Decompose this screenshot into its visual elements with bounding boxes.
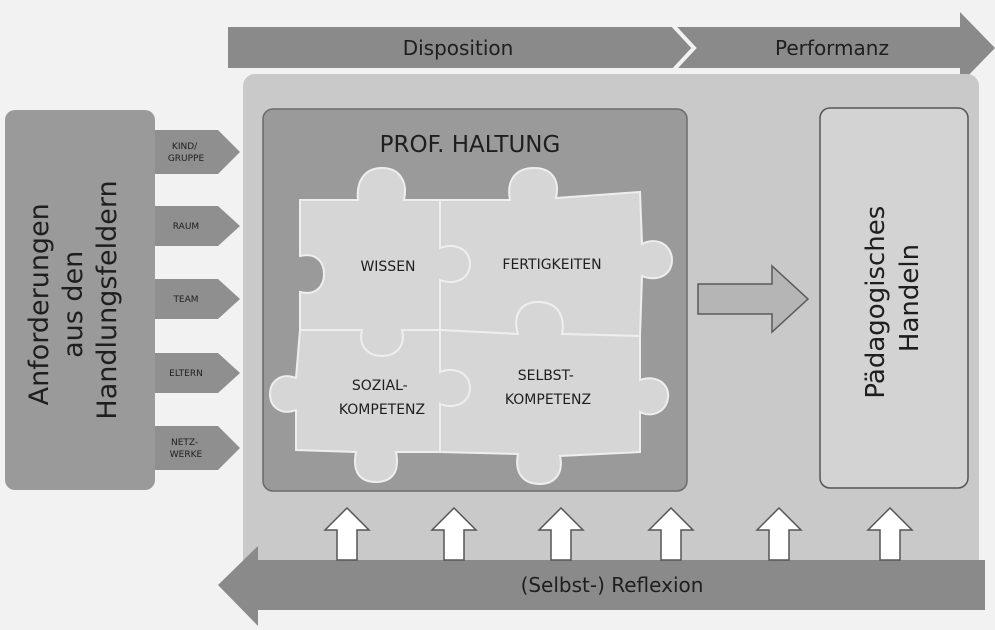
reflection-up-arrows: [323, 506, 914, 561]
tab-label: TEAM: [172, 295, 198, 305]
top-arrow-chevron: [666, 18, 697, 78]
tab-label: RAUM: [173, 222, 199, 232]
bottom-arrow-shape: [218, 546, 985, 626]
attitude-box: PROF. HALTUNG WISSEN FERTIGKEITEN SOZIAL…: [262, 108, 688, 492]
tab-eltern: ELTERN: [155, 353, 240, 393]
requirements-box: Anforderungen aus den Handlungsfeldern: [5, 110, 155, 490]
puzzle-piece-self: [439, 300, 670, 486]
tab-label-line-2: WERKE: [170, 450, 203, 460]
tab-team: TEAM: [155, 279, 240, 319]
puzzle: WISSEN FERTIGKEITEN SOZIAL- KOMPETENZ SE…: [268, 166, 674, 486]
top-arrow-band: Disposition Performanz: [228, 12, 995, 84]
social-line-2: KOMPETENZ: [339, 402, 425, 418]
attitude-to-action-arrow: [697, 264, 810, 334]
tab-arrow-shape: [155, 206, 240, 246]
tab-arrow-shape: [155, 426, 240, 470]
requirements-panel: [5, 110, 155, 490]
requirements-text: Anforderungen aus den Handlungsfeldern: [24, 180, 123, 419]
tab-kind-gruppe: KIND/ GRUPPE: [155, 130, 240, 174]
tab-label-line-1: NETZ-: [171, 438, 198, 448]
tab-netzwerke: NETZ- WERKE: [155, 426, 240, 470]
social-competence-label: SOZIAL- KOMPETENZ: [339, 378, 425, 418]
requirements-line-2: aus den: [58, 251, 89, 358]
requirements-line-1: Anforderungen: [24, 203, 55, 405]
field-tabs: KIND/ GRUPPE RAUM TEAM ELTERN NETZ- WERK…: [155, 130, 240, 470]
action-panel: [819, 107, 969, 489]
tab-arrow-shape: [155, 353, 240, 393]
self-competence-label: SELBST- KOMPETENZ: [505, 368, 591, 408]
self-line-2: KOMPETENZ: [505, 392, 591, 408]
tab-raum: RAUM: [155, 206, 240, 246]
bottom-arrow-band: (Selbst-) Reflexion: [218, 546, 985, 626]
top-arrow-shape: [228, 12, 995, 84]
social-line-1: SOZIAL-: [352, 378, 408, 394]
tab-label: ELTERN: [169, 369, 203, 379]
attitude-title: PROF. HALTUNG: [380, 132, 561, 158]
up-arrow: [323, 506, 371, 561]
skills-label: FERTIGKEITEN: [502, 257, 601, 273]
up-arrow: [537, 506, 585, 561]
disposition-label: Disposition: [403, 36, 514, 60]
up-arrow: [866, 506, 914, 561]
requirements-line-3: Handlungsfeldern: [92, 180, 123, 419]
action-line-2: Handeln: [895, 244, 925, 352]
action-text: Pädagogisches Handeln: [861, 197, 925, 398]
action-box: Pädagogisches Handeln: [819, 107, 969, 489]
tab-label-line-2: GRUPPE: [168, 154, 205, 164]
self-line-1: SELBST-: [518, 368, 574, 384]
reflection-label: (Selbst-) Reflexion: [521, 573, 704, 597]
tab-label: KIND/ GRUPPE: [168, 142, 205, 164]
up-arrow: [430, 506, 478, 561]
tab-arrow-shape: [155, 279, 240, 319]
tab-label-line-1: KIND/: [172, 142, 198, 152]
performance-label: Performanz: [775, 36, 889, 60]
up-arrow: [755, 506, 803, 561]
knowledge-label: WISSEN: [360, 259, 415, 275]
up-arrow: [647, 506, 695, 561]
action-line-1: Pädagogisches: [861, 206, 891, 399]
tab-arrow-shape: [155, 130, 240, 174]
tab-label: NETZ- WERKE: [170, 438, 203, 460]
